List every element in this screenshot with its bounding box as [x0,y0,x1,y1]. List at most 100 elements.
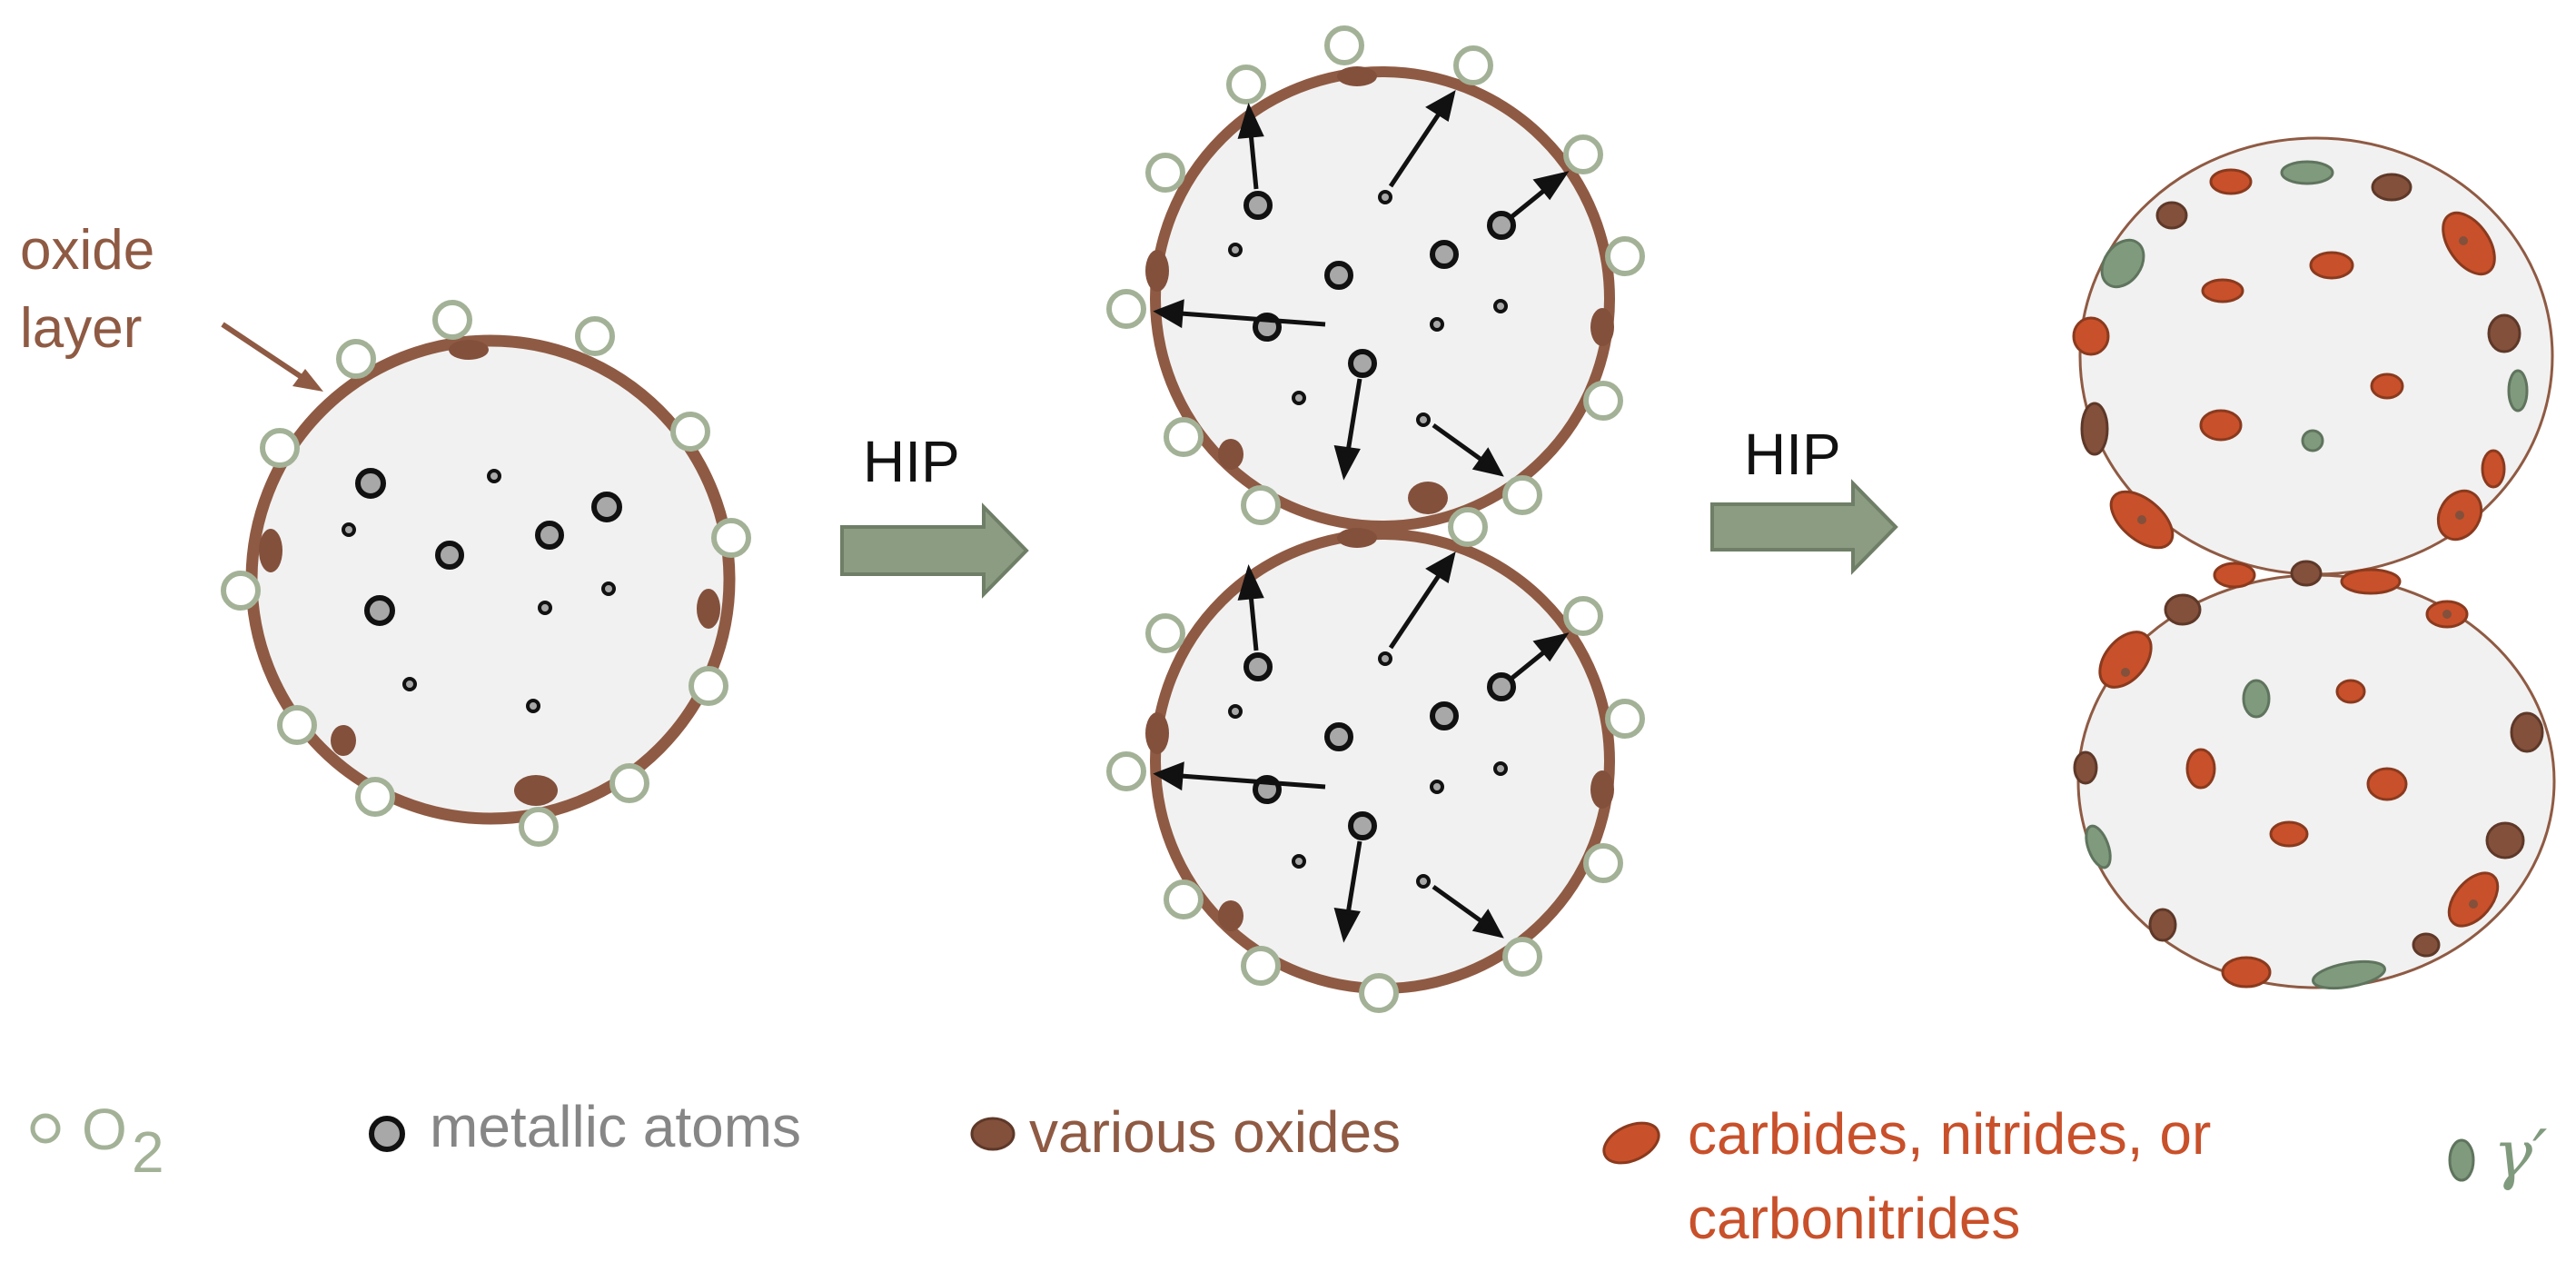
o2-molecule [1145,153,1185,193]
carbide-particle [2221,956,2272,989]
metallic-atom [1430,317,1444,332]
hip-label-1: HIP [863,429,960,494]
metallic-atom [1292,854,1306,869]
carbide-particle [2209,168,2253,195]
carbide-particle [2098,631,2153,689]
metallic-atom [1430,780,1444,794]
o2-molecule [1164,417,1204,457]
oxide-layer-label-line2: layer [20,297,142,360]
metallic-atom [1348,811,1377,840]
metallic-atom [601,581,616,596]
o2-molecule [1563,134,1603,174]
o2-molecule [1563,596,1603,636]
o2-molecule [1502,475,1542,515]
carbide-particle [2366,767,2408,801]
oxide-blob [1337,66,1377,86]
o2-molecule [609,763,649,803]
metallic-atom [1243,191,1273,220]
o2-molecule [1106,289,1146,329]
carbide-particle [2185,748,2216,790]
right-arrow-icon [840,502,1029,599]
carbide-particle [2335,679,2366,704]
carbide-icon [1602,1121,1660,1165]
gamma-prime-icon [2448,1138,2475,1182]
o2-molecule [1164,879,1204,919]
right-arrow-icon [1710,479,1898,575]
oxide-blob [2485,821,2525,860]
metallic-atom [342,522,356,537]
carbide-particle [2370,373,2404,400]
o2-molecule [689,666,728,706]
carbide-particle [2201,278,2244,303]
o2-molecule [1605,236,1645,276]
o2-molecule [1453,45,1493,85]
legend-oxides: various oxides [970,1099,1401,1165]
o2-molecule [711,518,751,558]
oxide-blob [2371,173,2413,202]
metallic-atom [591,492,622,522]
metallic-atom [364,595,395,626]
carbide-particle [2442,211,2496,276]
gamma-prime-particle [2507,369,2529,412]
legend: O 2 metallic atoms various oxides carbid… [30,1094,2547,1251]
metallic-atom [1378,190,1392,204]
metallic-atom [1243,652,1273,681]
oxide-blob [2148,908,2177,942]
oxides [2073,173,2544,958]
oxide-blob [1590,770,1614,809]
metallic-atom [402,677,417,691]
o2-molecule [1324,25,1364,65]
oxide-blob [1590,308,1614,346]
o2-molecule [260,428,300,468]
legend-metallic: metallic atoms [369,1094,801,1159]
gamma-prime-particle [2242,679,2271,719]
legend-carbides: carbides, nitrides, or carbonitrides [1602,1101,2211,1251]
oxide-blob [2487,313,2522,353]
oxide-blob [1408,482,1448,514]
oxide-icon [970,1117,1016,1151]
oxide-layer-label-line1: oxide [20,219,154,282]
stage-2-particles [1106,25,1645,1013]
carbide-particle [2309,251,2354,280]
oxide-blob [331,725,356,756]
gamma-prime-particle [2301,429,2324,452]
metallic-atom [1430,701,1459,730]
o2-molecule [1605,699,1645,739]
legend-carbides-label-line2: carbonitrides [1688,1186,2020,1251]
legend-carbides-label-line1: carbides, nitrides, or [1688,1101,2211,1167]
o2-molecule [1583,843,1623,883]
metallic-atom [538,601,552,615]
metallic-atom [1228,243,1243,257]
metallic-atom [1493,299,1508,313]
o2-molecule [336,339,376,379]
o2-molecule [1106,751,1146,791]
oxide-blob [1337,528,1377,548]
hip-label-2: HIP [1744,422,1841,487]
o2-icon [30,1113,61,1144]
metallic-atom [1487,211,1516,240]
oxide-blob [2080,402,2109,456]
carbide-particle [2072,316,2110,356]
surface-oxides [259,340,720,806]
oxide-blob [1145,250,1169,292]
metallic-atom [1493,761,1508,776]
metallic-atom [1228,704,1243,719]
o2-molecule [355,777,395,817]
legend-o2-label: O [82,1097,127,1162]
oxide-blob [514,775,558,806]
o2-molecule [1241,946,1281,986]
metallic-atom-icon [369,1116,405,1152]
oxide-blob [259,529,282,572]
hip-arrow-2: HIP [1710,422,1898,575]
oxide-blob [1218,439,1243,470]
oxide-layer-pointer-arrow [221,322,323,392]
legend-o2: O 2 [30,1097,164,1185]
o2-molecule [277,705,317,745]
carbide-cores [2121,236,2478,909]
o2-molecule [1226,65,1266,104]
metallic-atom [435,541,464,570]
gamma-prime-particle [2280,160,2334,185]
legend-metallic-label: metallic atoms [430,1094,801,1159]
metallic-atom [1416,412,1431,427]
carbide-particle [2481,449,2506,489]
